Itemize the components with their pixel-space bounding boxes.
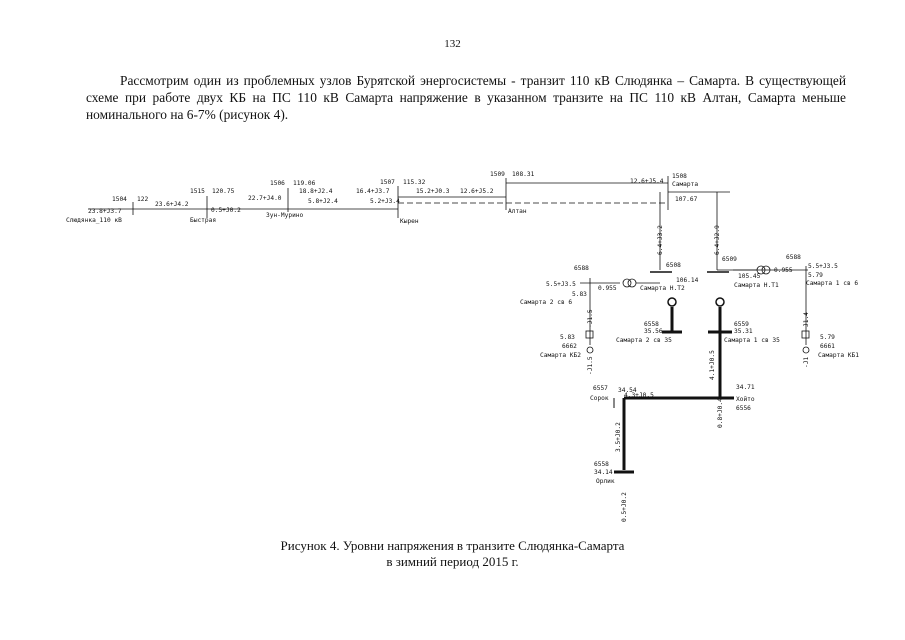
lbl-left-vert: 6.4+J3.2	[657, 225, 664, 255]
lbl-samarta2-35: Самарта 2 св 35	[616, 337, 672, 344]
lbl-f4: 18.8+J2.4	[299, 188, 333, 195]
lbl-f10: 12.6+J5.4	[630, 178, 664, 185]
lbl-v108: 108.31	[512, 171, 535, 178]
lbl-f-sorok: 4.3+J0.5	[624, 392, 654, 399]
lbl-f2: 0.5+J0.2	[211, 207, 241, 214]
lbl-v122: 122	[137, 196, 148, 203]
lbl-f6: 16.4+J3.7	[356, 188, 390, 195]
lbl-altan: Алтан	[508, 208, 527, 215]
diagram-labels: 1504 122 23.8+J3.7 Слюдянка_110 кВ 1515 …	[66, 171, 859, 522]
lbl-v579b: 5.79	[820, 334, 835, 341]
lbl-v106: 106.14	[676, 277, 699, 284]
lbl-v120: 120.75	[212, 188, 235, 195]
lbl-v107: 107.67	[675, 196, 698, 203]
lbl-6558: 6558	[644, 321, 659, 328]
lbl-1515: 1515	[190, 188, 205, 195]
lbl-v105: 105.45	[738, 273, 761, 280]
lbl-f-hoito: 4.1+J0.5	[709, 350, 716, 380]
caption-line-2: в зимний период 2015 г.	[386, 554, 519, 569]
lbl-6509: 6509	[722, 256, 737, 263]
lbl-v3556: 35.56	[644, 328, 663, 335]
lbl-flow-sludyanka: 23.8+J3.7	[88, 208, 122, 215]
lbl-f-kb1b: -J1	[803, 357, 810, 368]
lbl-f1: 23.6+J4.2	[155, 201, 189, 208]
lbl-6661: 6661	[820, 343, 835, 350]
lbl-6662: 6662	[562, 343, 577, 350]
lbl-v115: 115.32	[403, 179, 426, 186]
caption-line-1: Рисунок 4. Уровни напряжения в транзите …	[280, 538, 625, 553]
lbl-1504: 1504	[112, 196, 127, 203]
lbl-sorok: Сорок	[590, 395, 609, 402]
lbl-f55b: 5.5+J3.5	[808, 263, 838, 270]
lbl-v583a: 5.83	[572, 291, 587, 298]
lbl-f5: 5.8+J2.4	[308, 198, 338, 205]
lbl-v3454: 34.54	[618, 387, 637, 394]
lbl-samarta2-6: Самарта 2 св 6	[520, 299, 572, 306]
lbl-1508: 1508	[672, 173, 687, 180]
lbl-f9: 12.6+J5.2	[460, 188, 494, 195]
lbl-6588a: 6588	[574, 265, 589, 272]
lbl-k0955a: 0.955	[598, 285, 617, 292]
lbl-hoito: Хойто	[736, 395, 755, 403]
lbl-6557: 6557	[593, 385, 608, 392]
lbl-v119: 119.06	[293, 180, 316, 187]
lbl-v3531: 35.31	[734, 328, 753, 335]
lbl-1509: 1509	[490, 171, 505, 178]
page-number: 132	[444, 38, 461, 50]
lbl-zun: Зун-Мурино	[266, 212, 304, 219]
lbl-right-vert: 6.4+J2.9	[714, 225, 721, 255]
lbl-f7: 5.2+J3.4	[370, 198, 400, 205]
figure-caption: Рисунок 4. Уровни напряжения в транзите …	[0, 538, 905, 570]
lbl-v3471: 34.71	[736, 384, 755, 391]
lbl-f-kb1: J1.4	[803, 312, 810, 327]
lbl-f-hoito2: 0.8+J0.4	[717, 398, 724, 428]
lbl-samarta1-35: Самарта 1 св 35	[724, 337, 780, 344]
lbl-v579a: 5.79	[808, 272, 823, 279]
lbl-t2: Самарта Н.Т2	[640, 285, 685, 292]
lbl-v583b: 5.83	[560, 334, 575, 341]
lbl-6559: 6559	[734, 321, 749, 328]
lbl-t1: Самарта Н.Т1	[734, 282, 779, 289]
lbl-f-kb2b: -J1.5	[587, 356, 594, 375]
lbl-sludyanka: Слюдянка_110 кВ	[66, 217, 122, 224]
lbl-samarta1-6: Самарта 1 св 6	[806, 280, 858, 287]
lbl-f-orlik: 0.5+J0.2	[621, 492, 628, 522]
lbl-k0955b: 0.955	[774, 267, 793, 274]
lbl-f-kb2: -J1.5	[587, 309, 594, 328]
lbl-f3: 22.7+J4.0	[248, 195, 282, 202]
body-paragraph: Рассмотрим один из проблемных узлов Буря…	[86, 73, 846, 122]
lbl-kb1: Самарта КБ1	[818, 352, 859, 359]
lbl-6558b: 6558	[594, 461, 609, 468]
lbl-f8: 15.2+J0.3	[416, 188, 450, 195]
lbl-v3414: 34.14	[594, 469, 613, 476]
lbl-6588b: 6588	[786, 254, 801, 261]
lbl-6556: 6556	[736, 405, 751, 412]
lbl-f55a: 5.5+J3.5	[546, 281, 576, 288]
lbl-kyren: Кырен	[400, 218, 419, 225]
lbl-6508: 6508	[666, 262, 681, 269]
lbl-1507: 1507	[380, 179, 395, 186]
lbl-1506: 1506	[270, 180, 285, 187]
lbl-samarta: Самарта	[672, 181, 698, 188]
lbl-kb2: Самарта КБ2	[540, 352, 581, 359]
lbl-bystraya: Быстрая	[190, 217, 216, 224]
lbl-orlik: Орлик	[596, 478, 615, 485]
lbl-f-orlik-vert: 3.5+J0.2	[615, 422, 622, 452]
